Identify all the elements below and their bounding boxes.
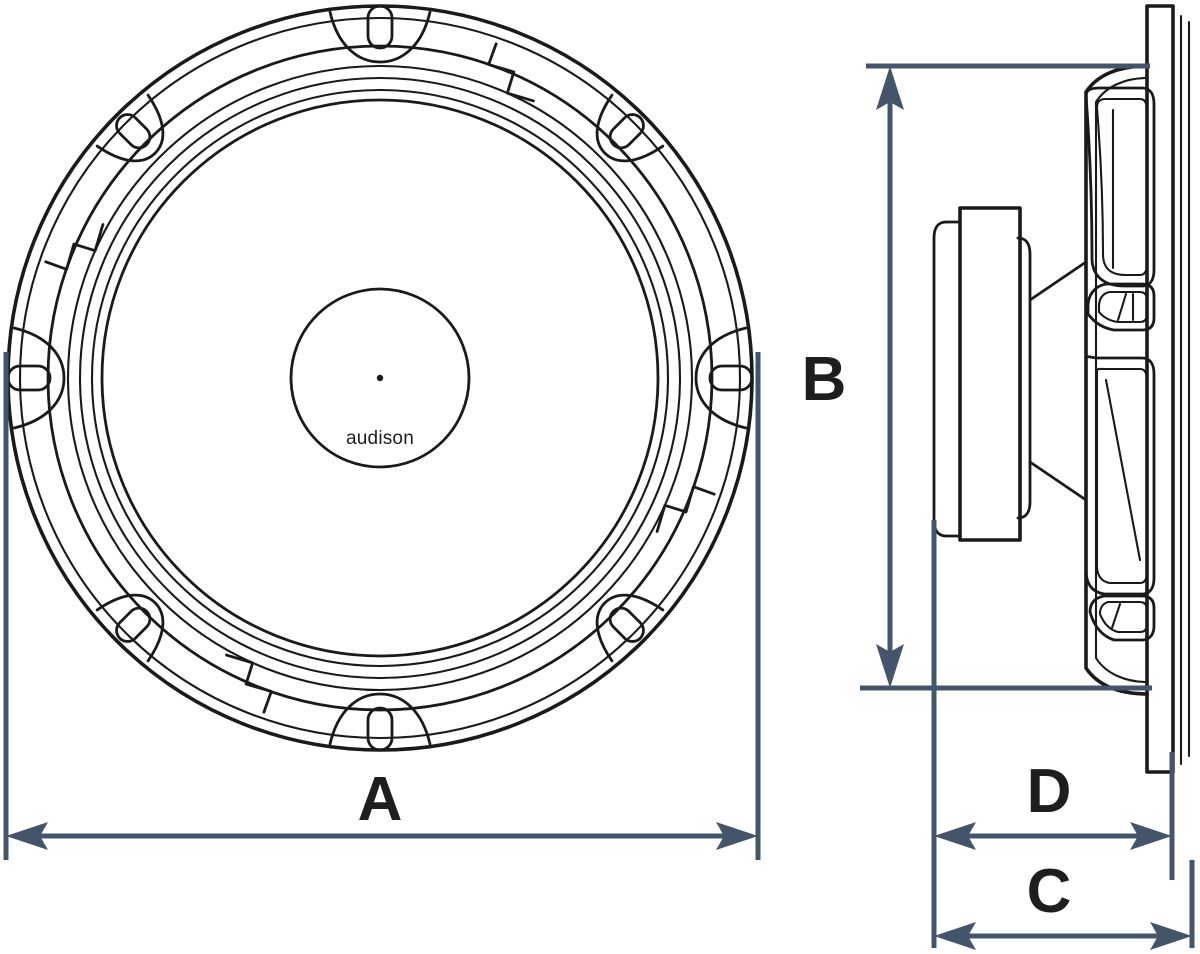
dimension-c-arrow-left (934, 922, 976, 950)
dimension-d-label: D (1027, 757, 1072, 826)
dimension-b-arrow-top (876, 66, 904, 110)
basket-cutout (1086, 282, 1156, 332)
side-basket-neck (1028, 260, 1088, 502)
dimension-b-label: B (802, 345, 847, 414)
center-mark (376, 374, 384, 382)
dimension-a-arrow-right (716, 822, 758, 850)
dimension-a: A (3, 352, 761, 860)
mounting-tab (6, 326, 66, 430)
rim-notches (44, 42, 716, 714)
dimension-c: C (931, 857, 1195, 950)
dimension-c-label: C (1027, 857, 1072, 926)
dimension-a-arrow-left (6, 822, 48, 850)
dimension-d-arrow-left (934, 822, 976, 850)
dimension-d: D (860, 520, 1175, 880)
magnet-assembly (932, 206, 1032, 542)
mounting-tab (595, 93, 665, 163)
rim-notch (487, 42, 535, 103)
mounting-tab (595, 593, 665, 663)
mounting-tabs (6, 4, 754, 752)
basket-cutout (1088, 594, 1156, 642)
rim-notch (225, 653, 273, 714)
basket-cutouts (1084, 86, 1156, 642)
dust-cap: audison (289, 287, 471, 469)
mounting-tab (694, 326, 754, 430)
front-view: audison (6, 4, 754, 752)
surround-rings (46, 44, 714, 712)
mounting-tab (95, 93, 165, 163)
rim-notch (44, 223, 105, 271)
dimension-d-arrow-right (1130, 822, 1172, 850)
brand-text: audison (346, 428, 414, 449)
mounting-tab (95, 593, 165, 663)
dimension-a-label: A (358, 765, 403, 834)
dimension-b-arrow-bottom (876, 644, 904, 688)
side-view (932, 4, 1191, 774)
side-mounting-flange (1145, 4, 1191, 774)
mounting-tab (328, 692, 432, 752)
basket-cutout (1084, 355, 1156, 596)
speaker-cone (100, 98, 660, 658)
rim-notch (655, 485, 716, 533)
dimension-c-arrow-right (1150, 922, 1192, 950)
mounting-tab (328, 4, 432, 64)
